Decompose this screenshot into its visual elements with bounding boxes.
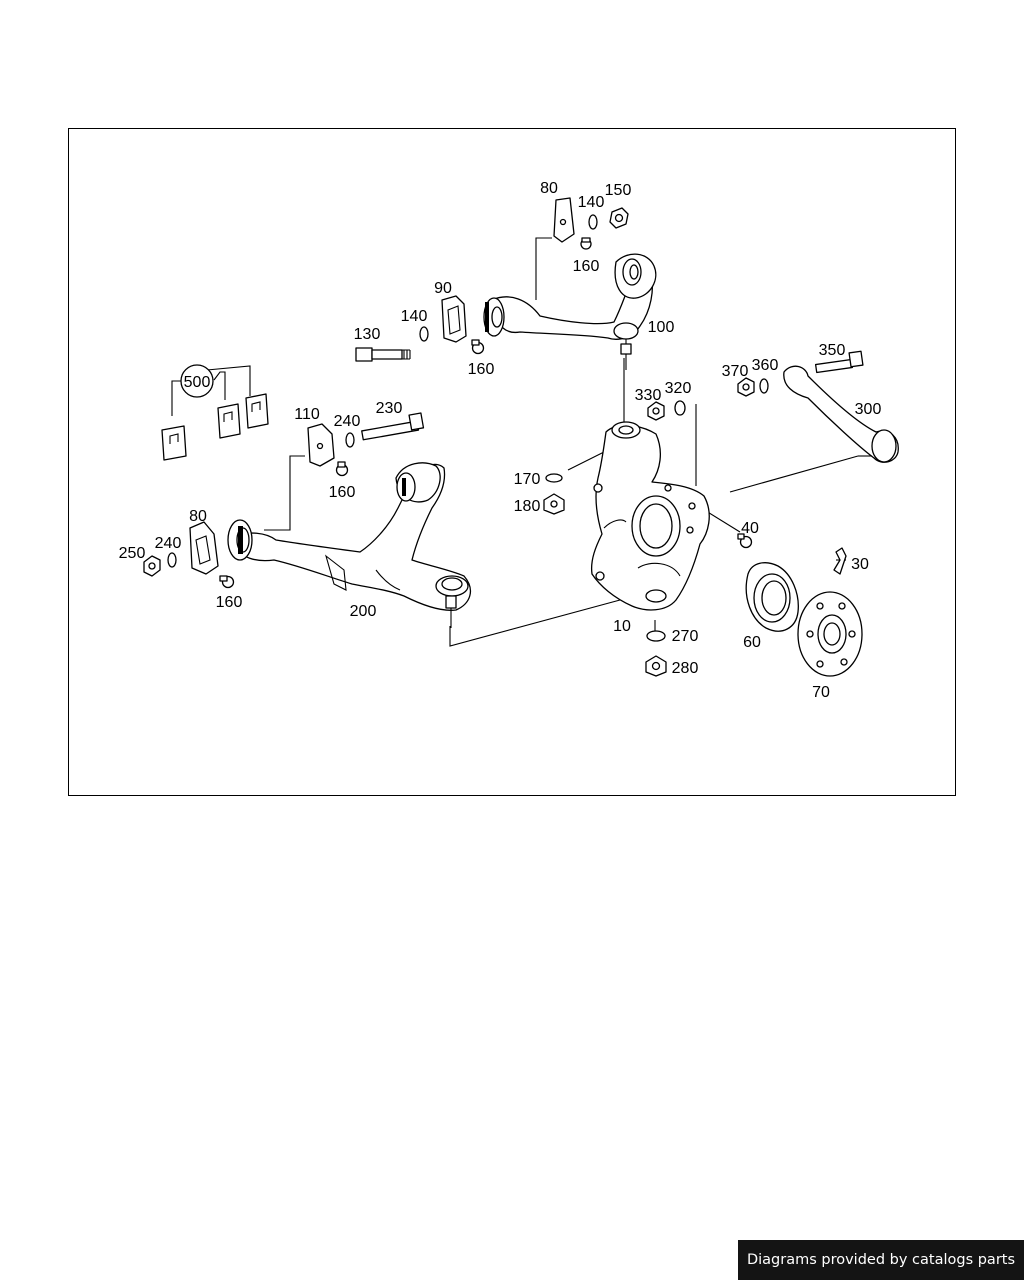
callout-360: 360	[752, 357, 779, 374]
callout-120: 80	[540, 180, 558, 197]
bolt-160-top	[580, 237, 592, 250]
lower-control-arm	[227, 462, 472, 628]
callout-280: 280	[672, 660, 699, 677]
callout-330: 330	[635, 387, 662, 404]
washer-270	[646, 630, 666, 642]
callout-110: 110	[294, 406, 320, 423]
washer-140-mid	[419, 326, 429, 342]
callout-300: 300	[855, 401, 882, 418]
callout-240-lower: 240	[155, 535, 182, 552]
washer-240-lower	[167, 552, 177, 568]
upper-control-arm	[483, 253, 657, 370]
wheel-hub-70	[797, 591, 863, 677]
bracket-120	[553, 197, 575, 243]
callout-labels: 80 140 150 160 90 140 130 100 160 350 37…	[119, 180, 882, 701]
bracket-110	[307, 423, 335, 467]
callout-350: 350	[819, 342, 846, 359]
bracket-90	[441, 295, 467, 343]
callout-80: 80	[189, 508, 207, 525]
bracket-80	[189, 521, 219, 575]
callout-90: 90	[434, 280, 452, 297]
nut-180	[543, 493, 565, 515]
washer-320	[674, 400, 686, 416]
callout-240-upper: 240	[334, 413, 361, 430]
nut-370	[737, 377, 755, 397]
credit-banner: Diagrams provided by catalogs parts	[738, 1240, 1024, 1280]
callout-60: 60	[743, 634, 761, 651]
callout-150: 150	[605, 182, 632, 199]
callout-320: 320	[665, 380, 692, 397]
diagram-frame	[68, 128, 956, 796]
bolt-40	[737, 533, 753, 549]
tension-strut	[783, 365, 899, 463]
washer-140-top	[588, 214, 598, 230]
kit-500-clips	[161, 364, 269, 461]
callout-40: 40	[741, 520, 759, 537]
bolt-130	[355, 347, 411, 362]
washer-240-upper	[345, 432, 355, 448]
wheel-bearing-60	[745, 562, 799, 632]
callout-500: 500	[184, 374, 211, 391]
washer-170	[545, 473, 563, 483]
bolt-160-mid	[471, 339, 485, 355]
callout-70: 70	[812, 684, 830, 701]
callout-160-mid: 160	[468, 361, 495, 378]
clip-30	[833, 547, 847, 575]
callout-270: 270	[672, 628, 699, 645]
nut-250	[143, 555, 161, 577]
callout-140-mid: 140	[401, 308, 428, 325]
callout-170: 170	[514, 471, 541, 488]
callout-130: 130	[354, 326, 381, 343]
callout-10: 10	[613, 618, 631, 635]
nut-150	[609, 207, 629, 229]
nut-330	[647, 401, 665, 421]
callout-180: 180	[514, 498, 541, 515]
callout-160-lower: 160	[216, 594, 243, 611]
steering-knuckle	[590, 421, 710, 611]
bolt-160-lower	[219, 575, 235, 589]
washer-360	[759, 378, 769, 394]
callout-140-top: 140	[578, 194, 605, 211]
callout-370: 370	[722, 363, 749, 380]
callout-200: 200	[350, 603, 377, 620]
callout-160-lower-arm: 160	[329, 484, 356, 501]
nut-280	[645, 655, 667, 677]
bolt-160-lower-arm	[335, 461, 349, 477]
callout-230: 230	[376, 400, 403, 417]
callout-250: 250	[119, 545, 146, 562]
bolt-350	[814, 350, 864, 374]
callout-30: 30	[851, 556, 869, 573]
bolt-230	[361, 412, 425, 441]
callout-160-top: 160	[573, 258, 600, 275]
callout-100: 100	[648, 319, 675, 336]
